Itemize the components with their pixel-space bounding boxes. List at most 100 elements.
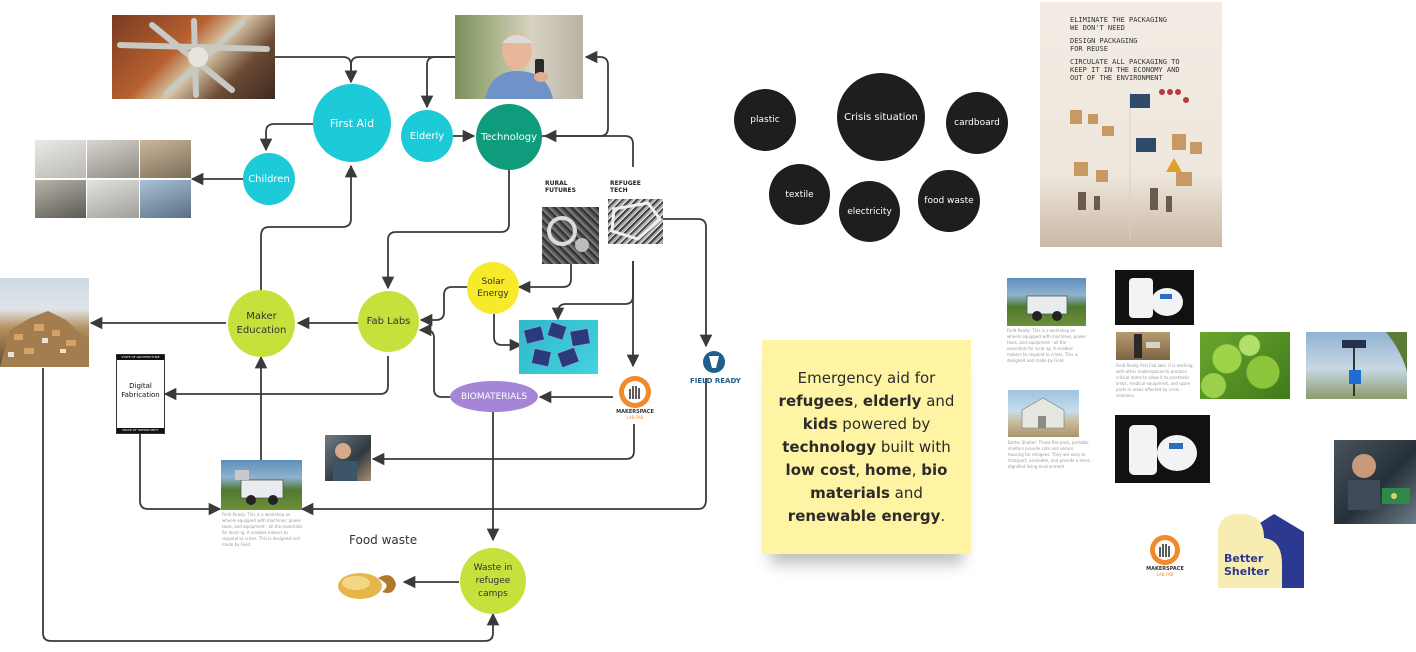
elderly-node[interactable]: Elderly bbox=[401, 110, 453, 162]
arrow-elder-to-elderly bbox=[420, 56, 455, 109]
arrow-photo-to-firstaid bbox=[270, 56, 358, 84]
book-bottom-band: SPACE OF OPPORTUNITY bbox=[117, 428, 164, 433]
field-ready-trailer-photo-right bbox=[1007, 278, 1086, 326]
exhibit-line-3: DESIGN PACKAGING bbox=[1070, 37, 1138, 45]
exhibit-line-4: FOR REUSE bbox=[1070, 45, 1108, 53]
book-top-band: STATE OF ARCHITECTURE bbox=[117, 355, 164, 360]
arrow-refugee-to-panels bbox=[551, 261, 634, 321]
rural-futures-label: RURAL FUTURES bbox=[545, 180, 576, 194]
fab-labs-node[interactable]: Fab Labs bbox=[358, 291, 419, 352]
arrow-makerspace-to-photo bbox=[371, 424, 635, 466]
refugee-tech-label: REFUGEE TECH bbox=[610, 180, 641, 194]
arrow-tech-to-fablabs bbox=[381, 166, 510, 290]
sticky-bold-bio-materials: bio materials bbox=[810, 460, 948, 502]
summary-sticky-note: Emergency aid for refugees, elderly and … bbox=[762, 340, 971, 554]
sticky-bold-home: home bbox=[864, 460, 912, 479]
elderly-man-phone-photo bbox=[455, 15, 583, 99]
sticky-bold-low-cost: low cost bbox=[785, 460, 856, 479]
maker-soldering-photo bbox=[1334, 440, 1416, 524]
better-shelter-photo bbox=[1008, 390, 1079, 437]
white-device-photo-top bbox=[1115, 270, 1194, 325]
exhibit-line-2: WE DON'T NEED bbox=[1070, 24, 1125, 32]
first-aid-node[interactable]: First Aid bbox=[313, 84, 391, 162]
crisis-situation-node[interactable]: Crisis situation bbox=[837, 73, 925, 161]
makerspace-logo: MAKERSPACE LAB FAB bbox=[612, 375, 658, 425]
pvc-construction-photo bbox=[112, 15, 275, 99]
makerspace-hand-icon bbox=[619, 376, 651, 408]
sticky-bold-technology: technology bbox=[782, 437, 877, 456]
field-ready-logo: FIELD READY bbox=[690, 350, 741, 394]
arrow-maker-to-firstaid bbox=[260, 164, 358, 290]
electricity-node[interactable]: electricity bbox=[839, 181, 900, 242]
sticky-bold-elderly: elderly bbox=[862, 391, 922, 410]
makerspace-caption-right: Field Ready first Fab labs: it is workin… bbox=[1116, 363, 1193, 398]
trailer-photo-grid bbox=[35, 140, 191, 218]
plastic-node[interactable]: plastic bbox=[734, 89, 796, 151]
sticky-text-5: built with bbox=[876, 437, 951, 456]
arrow-fieldready-to-trailer bbox=[300, 378, 707, 516]
makerspace-photo-small bbox=[1116, 332, 1170, 360]
exhibit-line-1: ELIMINATE THE PACKAGING bbox=[1070, 16, 1167, 24]
sticky-text-7: , bbox=[911, 460, 922, 479]
garbage-dump-photo bbox=[0, 278, 89, 367]
sticky-text-6: , bbox=[855, 460, 865, 479]
makerspace-label-right: MAKERSPACE bbox=[1146, 566, 1184, 572]
textile-node[interactable]: textile bbox=[769, 164, 830, 225]
arrow-bio-to-fablabs bbox=[418, 323, 451, 398]
arrow-refugee-to-tech bbox=[543, 129, 634, 167]
solar-panels-image bbox=[519, 320, 598, 374]
better-shelter-logo-text: Better Shelter bbox=[1224, 552, 1270, 578]
sticky-text-2: , bbox=[853, 391, 863, 410]
white-device-photo-bottom bbox=[1115, 415, 1210, 483]
exhibit-line-5: CIRCULATE ALL PACKAGING TO bbox=[1070, 58, 1180, 66]
refugee-tech-image bbox=[608, 199, 663, 244]
sticky-bold-refugees: refugees bbox=[778, 391, 854, 410]
arrow-book-to-trailer bbox=[139, 434, 222, 516]
arrow-solar-to-panels bbox=[493, 313, 523, 352]
field-ready-trailer-caption: Field Ready: This is a workshop on wheel… bbox=[222, 512, 303, 547]
packaging-exhibit-photo: ELIMINATE THE PACKAGING WE DON'T NEED DE… bbox=[1040, 2, 1222, 247]
technology-node[interactable]: Technology bbox=[476, 104, 542, 170]
sticky-text: Emergency aid for refugees, elderly and … bbox=[778, 367, 955, 528]
exhibit-line-6: KEEP IT IN THE ECONOMY AND bbox=[1070, 66, 1180, 74]
makerspace-label: MAKERSPACE bbox=[616, 409, 654, 415]
sticky-text-9: . bbox=[940, 506, 946, 525]
makerspace-sublabel: LAB FAB bbox=[626, 415, 644, 420]
maker-at-work-photo bbox=[325, 435, 371, 481]
arrow-elder-to-firstaid bbox=[344, 56, 455, 84]
children-node[interactable]: Children bbox=[243, 153, 295, 205]
exhibit-line-7: OUT OF THE ENVIRONMENT bbox=[1070, 74, 1163, 82]
potato-peel-image bbox=[334, 562, 402, 602]
biomaterials-node[interactable]: BIOMATERIALS bbox=[450, 381, 538, 412]
maker-education-node[interactable]: Maker Education bbox=[228, 290, 295, 357]
arrow-fablabs-to-book bbox=[163, 356, 389, 401]
algae-cells-photo bbox=[1200, 332, 1290, 399]
field-ready-trailer-caption-right: Field Ready: This is a workshop on wheel… bbox=[1007, 328, 1087, 363]
better-shelter-caption: Better Shelter: These flat-pack, portabl… bbox=[1008, 440, 1090, 469]
makerspace-logo-right: MAKERSPACE LAB FAB bbox=[1140, 534, 1190, 580]
waste-in-refugee-camps-node[interactable]: Waste in refugee camps bbox=[460, 548, 526, 614]
cardboard-node[interactable]: cardboard bbox=[946, 92, 1008, 154]
makerspace-hand-icon-right bbox=[1150, 535, 1180, 565]
field-ready-icon bbox=[703, 351, 725, 373]
sticky-text-8: and bbox=[889, 483, 923, 502]
sticky-text-1: Emergency aid for bbox=[797, 368, 936, 387]
sticky-text-3: and bbox=[921, 391, 955, 410]
arrow-firstaid-to-children bbox=[259, 123, 313, 152]
sticky-bold-kids: kids bbox=[802, 414, 838, 433]
solar-sensor-pole-photo bbox=[1306, 332, 1407, 399]
solar-energy-node[interactable]: Solar Energy bbox=[467, 262, 519, 314]
sticky-bold-renewable-energy: renewable energy bbox=[787, 506, 941, 525]
sticky-text-4: powered by bbox=[837, 414, 931, 433]
arrow-rural-to-solar bbox=[517, 263, 572, 294]
digital-fabrication-book: STATE OF ARCHITECTURE Digital Fabricatio… bbox=[116, 354, 165, 434]
food-waste-label: Food waste bbox=[349, 533, 418, 547]
arrow-fieldready-to-logo bbox=[663, 218, 713, 348]
better-shelter-house-icon bbox=[1218, 514, 1304, 588]
field-ready-label: FIELD READY bbox=[690, 377, 741, 385]
mobile-workshop-trailer-photo bbox=[221, 460, 302, 510]
food-waste-node[interactable]: food waste bbox=[918, 170, 980, 232]
arrow-dump-to-waste bbox=[42, 368, 500, 642]
book-title: Digital Fabrication bbox=[121, 382, 160, 399]
